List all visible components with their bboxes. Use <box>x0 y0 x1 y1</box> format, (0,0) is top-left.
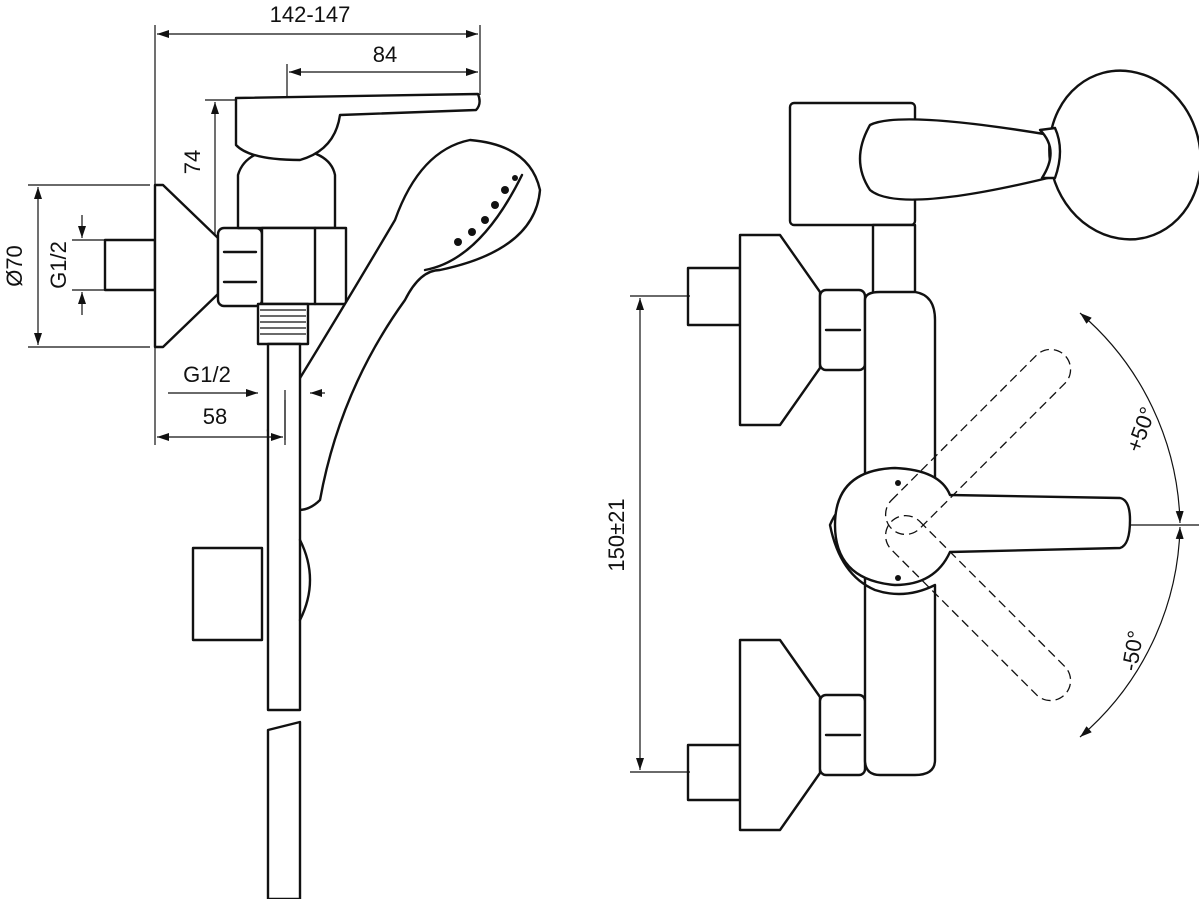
hex-nut <box>216 226 264 308</box>
dimension-lever-length: 84 <box>286 42 478 98</box>
bracket-pipe <box>871 223 917 299</box>
bottom-flange <box>738 638 822 832</box>
outlet-offset-label: 58 <box>203 404 227 429</box>
dimension-center-distance: 150±21 <box>604 295 690 773</box>
lever-position-minus50 <box>884 514 1072 702</box>
mixer-lever-front <box>833 466 1132 587</box>
front-view: +50° -50° 150±21 <box>604 69 1199 832</box>
dimension-outlet-offset: 58 <box>157 400 286 445</box>
hose-connector <box>256 302 310 346</box>
dimension-inlet-thread: G1/2 <box>46 215 105 315</box>
overall-depth-label: 142-147 <box>270 2 351 27</box>
bottom-inlet-stub <box>686 743 742 802</box>
bottom-nut <box>818 693 867 777</box>
rotation-minus-label: -50° <box>1117 629 1149 673</box>
lever-position-plus50 <box>884 348 1072 536</box>
center-distance-label: 150±21 <box>604 498 629 571</box>
wall-bracket <box>191 546 264 642</box>
top-inlet-stub <box>686 266 742 327</box>
shower-hose <box>266 342 302 899</box>
top-nut <box>818 288 867 372</box>
dimension-flange-diameter: Ø70 <box>2 184 150 348</box>
inlet-thread-label: G1/2 <box>46 241 71 289</box>
dimension-outlet-thread: G1/2 <box>168 362 325 397</box>
hand-shower <box>266 138 542 512</box>
outlet-thread-label: G1/2 <box>183 362 231 387</box>
side-view: 142-147 84 74 Ø70 G1/2 <box>2 2 542 899</box>
lever-height-label: 74 <box>180 150 205 174</box>
mixer-lever <box>234 92 481 162</box>
top-flange <box>738 233 822 427</box>
inlet-pipe-stub <box>103 238 157 292</box>
flange-diameter-label: Ø70 <box>2 245 27 287</box>
dimension-overall-depth: 142-147 <box>154 2 481 445</box>
mixer-body <box>260 226 348 306</box>
wall-flange <box>153 183 220 349</box>
lever-length-label: 84 <box>373 42 397 67</box>
hand-shower-front <box>858 69 1199 241</box>
rotation-plus-label: +50° <box>1121 403 1160 455</box>
mixer-body-front <box>828 290 937 777</box>
